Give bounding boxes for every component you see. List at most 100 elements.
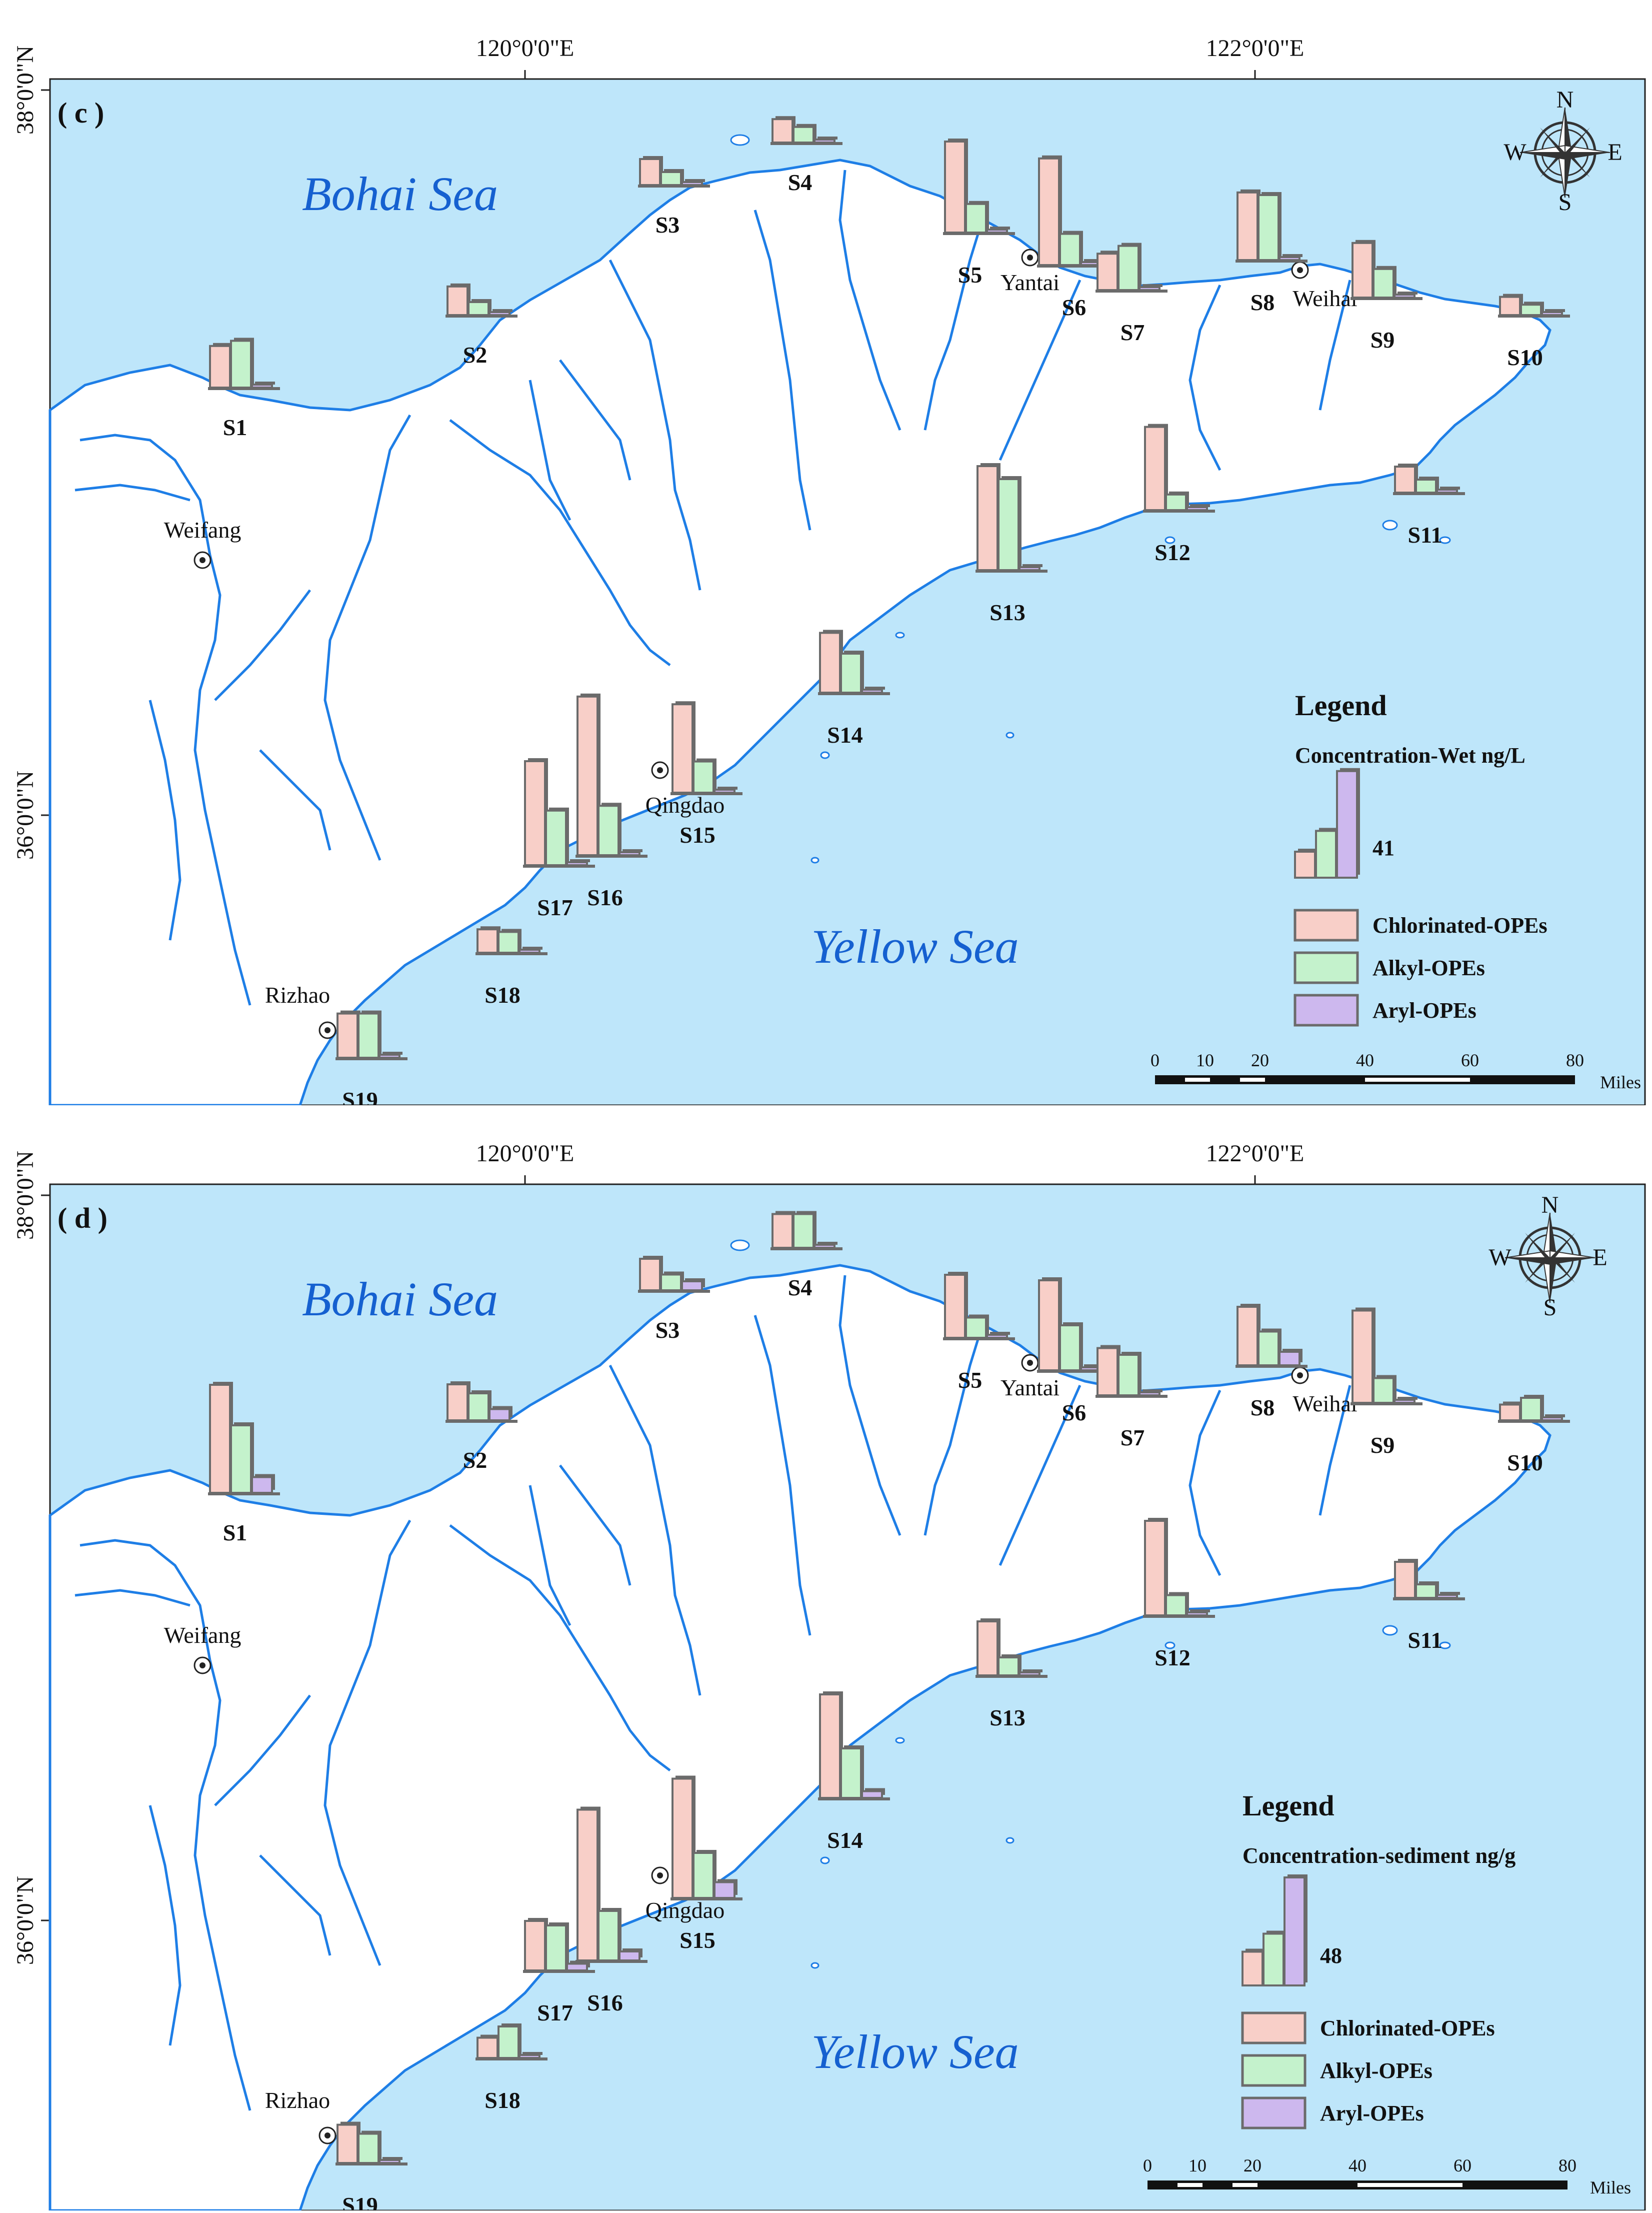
site-bar-group: S18 bbox=[476, 2023, 548, 2113]
legend-reference-value: 48 bbox=[1320, 1943, 1342, 1968]
bar-alkyl-s6 bbox=[1059, 233, 1081, 267]
city-point-dot bbox=[324, 1027, 330, 1033]
legend-swatch-aryl bbox=[1294, 994, 1359, 1027]
bar-chlorinated-s16 bbox=[576, 695, 598, 857]
site-label: S6 bbox=[1062, 295, 1086, 320]
bar-chlorinated-s19 bbox=[336, 1012, 358, 1059]
bar-chlorinated-s15 bbox=[672, 1777, 694, 1899]
sea-label-bohai: Bohai Sea bbox=[302, 167, 498, 221]
bar-shadow bbox=[1398, 292, 1418, 295]
city-label-weifang: Weifang bbox=[164, 1622, 242, 1648]
site-bar-group: S1 bbox=[208, 338, 280, 440]
bar-chlorinated-s16 bbox=[576, 1808, 598, 1961]
legend-reference-bar bbox=[1284, 1876, 1306, 1986]
city-point-dot bbox=[657, 1872, 663, 1878]
site-label: S4 bbox=[788, 1275, 812, 1300]
legend-swatch-alkyl bbox=[1241, 2054, 1306, 2087]
lat-label-38: 38°0'0"N bbox=[12, 46, 38, 135]
bar-chlorinated-s13 bbox=[976, 465, 998, 571]
scale-bar-icon bbox=[1155, 1075, 1575, 1084]
site-bar-group: S10 bbox=[1498, 294, 1570, 370]
bar-chlorinated-s6 bbox=[1038, 1279, 1060, 1371]
bar-alkyl-s19 bbox=[358, 2132, 380, 2164]
map-panel-d: 120°0'0"E 122°0'0"E 38°0'0"N 36°0'0"N ( … bbox=[0, 1105, 1652, 2213]
site-bar-group: S19 bbox=[336, 2121, 408, 2213]
site-label: S16 bbox=[587, 1990, 623, 2015]
bar-chlorinated-s11 bbox=[1394, 466, 1416, 494]
city-point-dot bbox=[200, 557, 206, 563]
legend-swatch-chlorinated bbox=[1241, 2011, 1306, 2044]
bar-aryl-s14 bbox=[861, 1790, 883, 1799]
bar-chlorinated-s15 bbox=[672, 703, 694, 794]
bar-alkyl-s14 bbox=[840, 653, 862, 694]
bar-shadow bbox=[1084, 1364, 1104, 1367]
bar-shadow bbox=[1190, 504, 1210, 507]
site-bar-group: S3 bbox=[638, 1256, 710, 1343]
bar-shadow bbox=[255, 382, 275, 385]
bar-chlorinated-s19 bbox=[336, 2123, 358, 2164]
site-label: S19 bbox=[342, 1087, 378, 1105]
city-label-weihai: Weihai bbox=[1292, 1391, 1357, 1416]
city-point-dot bbox=[657, 767, 663, 773]
bar-alkyl-s9 bbox=[1372, 1377, 1394, 1404]
compass-label-s: S bbox=[1558, 189, 1572, 216]
bar-alkyl-s17 bbox=[545, 1924, 567, 1971]
legend-reference-bar bbox=[1336, 770, 1358, 879]
city-label-weihai: Weihai bbox=[1292, 286, 1357, 311]
bar-chlorinated-s6 bbox=[1038, 157, 1060, 266]
scale-tick-60: 60 bbox=[1454, 2155, 1472, 2175]
site-bar-group: S5 bbox=[943, 1272, 1015, 1393]
scale-tick-40: 40 bbox=[1348, 2155, 1366, 2175]
site-label: S5 bbox=[958, 262, 982, 288]
bar-chlorinated-s14 bbox=[819, 1693, 841, 1799]
bar-chlorinated-s7 bbox=[1096, 253, 1118, 292]
map-panel-c: 120°0'0"E 122°0'0"E 38°0'0"N 36°0'0"N ( … bbox=[0, 0, 1652, 1113]
legend-reference-bar bbox=[1315, 830, 1337, 879]
bar-aryl-s3 bbox=[681, 1280, 703, 1291]
city-point-dot bbox=[200, 1662, 206, 1668]
scale-tick-20: 20 bbox=[1251, 1050, 1269, 1070]
bar-alkyl-s2 bbox=[468, 301, 490, 316]
bar-chart-layer: S1S2S3S4S5S6S7S8S9S10S11S12S13S14S15S16S… bbox=[208, 1211, 1570, 2213]
city-label-weifang: Weifang bbox=[164, 517, 242, 543]
panel-label: ( c ) bbox=[58, 97, 104, 129]
site-bar-group: S17 bbox=[523, 1918, 595, 2025]
bar-shadow bbox=[1142, 1389, 1162, 1392]
site-label: S17 bbox=[537, 2000, 573, 2025]
bar-shadow bbox=[382, 2157, 402, 2160]
bar-chlorinated-s4 bbox=[772, 118, 794, 144]
site-label: S2 bbox=[463, 342, 488, 368]
site-label: S18 bbox=[484, 982, 520, 1008]
bar-shadow bbox=[865, 687, 885, 690]
bar-shadow bbox=[1545, 309, 1565, 312]
bar-alkyl-s13 bbox=[998, 1656, 1020, 1676]
site-bar-group: S14 bbox=[818, 1691, 890, 1853]
compass-label-n: N bbox=[1542, 1192, 1559, 1218]
compass-label-e: E bbox=[1608, 139, 1622, 166]
bar-aryl-s2 bbox=[488, 1408, 510, 1421]
bar-aryl-s16 bbox=[618, 1950, 640, 1961]
compass-rose-icon bbox=[1520, 107, 1610, 198]
bar-aryl-s8 bbox=[1278, 1351, 1300, 1366]
legend-reference-bars bbox=[1294, 768, 1360, 879]
site-bar-group: S13 bbox=[976, 1618, 1048, 1730]
bar-chart-layer: S1S2S3S4S5S6S7S8S9S10S11S12S13S14S15S16S… bbox=[208, 116, 1570, 1113]
site-label: S3 bbox=[656, 1317, 680, 1343]
site-label: S9 bbox=[1370, 1432, 1395, 1458]
legend-reference-bar bbox=[1262, 1932, 1284, 1986]
scale-tick-0: 0 bbox=[1143, 2155, 1152, 2175]
bar-shadow bbox=[818, 137, 838, 140]
bar-alkyl-s7 bbox=[1118, 245, 1140, 292]
bar-chlorinated-s7 bbox=[1096, 1347, 1118, 1396]
bar-alkyl-s5 bbox=[965, 203, 987, 234]
bar-shadow bbox=[1142, 284, 1162, 287]
bar-chlorinated-s10 bbox=[1499, 296, 1521, 316]
bar-alkyl-s16 bbox=[598, 1910, 620, 1961]
bar-alkyl-s10 bbox=[1520, 304, 1542, 317]
site-bar-group: S13 bbox=[976, 463, 1048, 625]
legend-title: Legend bbox=[1242, 1789, 1334, 1822]
bar-chlorinated-s18 bbox=[476, 928, 498, 954]
bar-alkyl-s10 bbox=[1520, 1397, 1542, 1421]
bar-alkyl-s16 bbox=[598, 805, 620, 856]
site-label: S3 bbox=[656, 212, 680, 238]
